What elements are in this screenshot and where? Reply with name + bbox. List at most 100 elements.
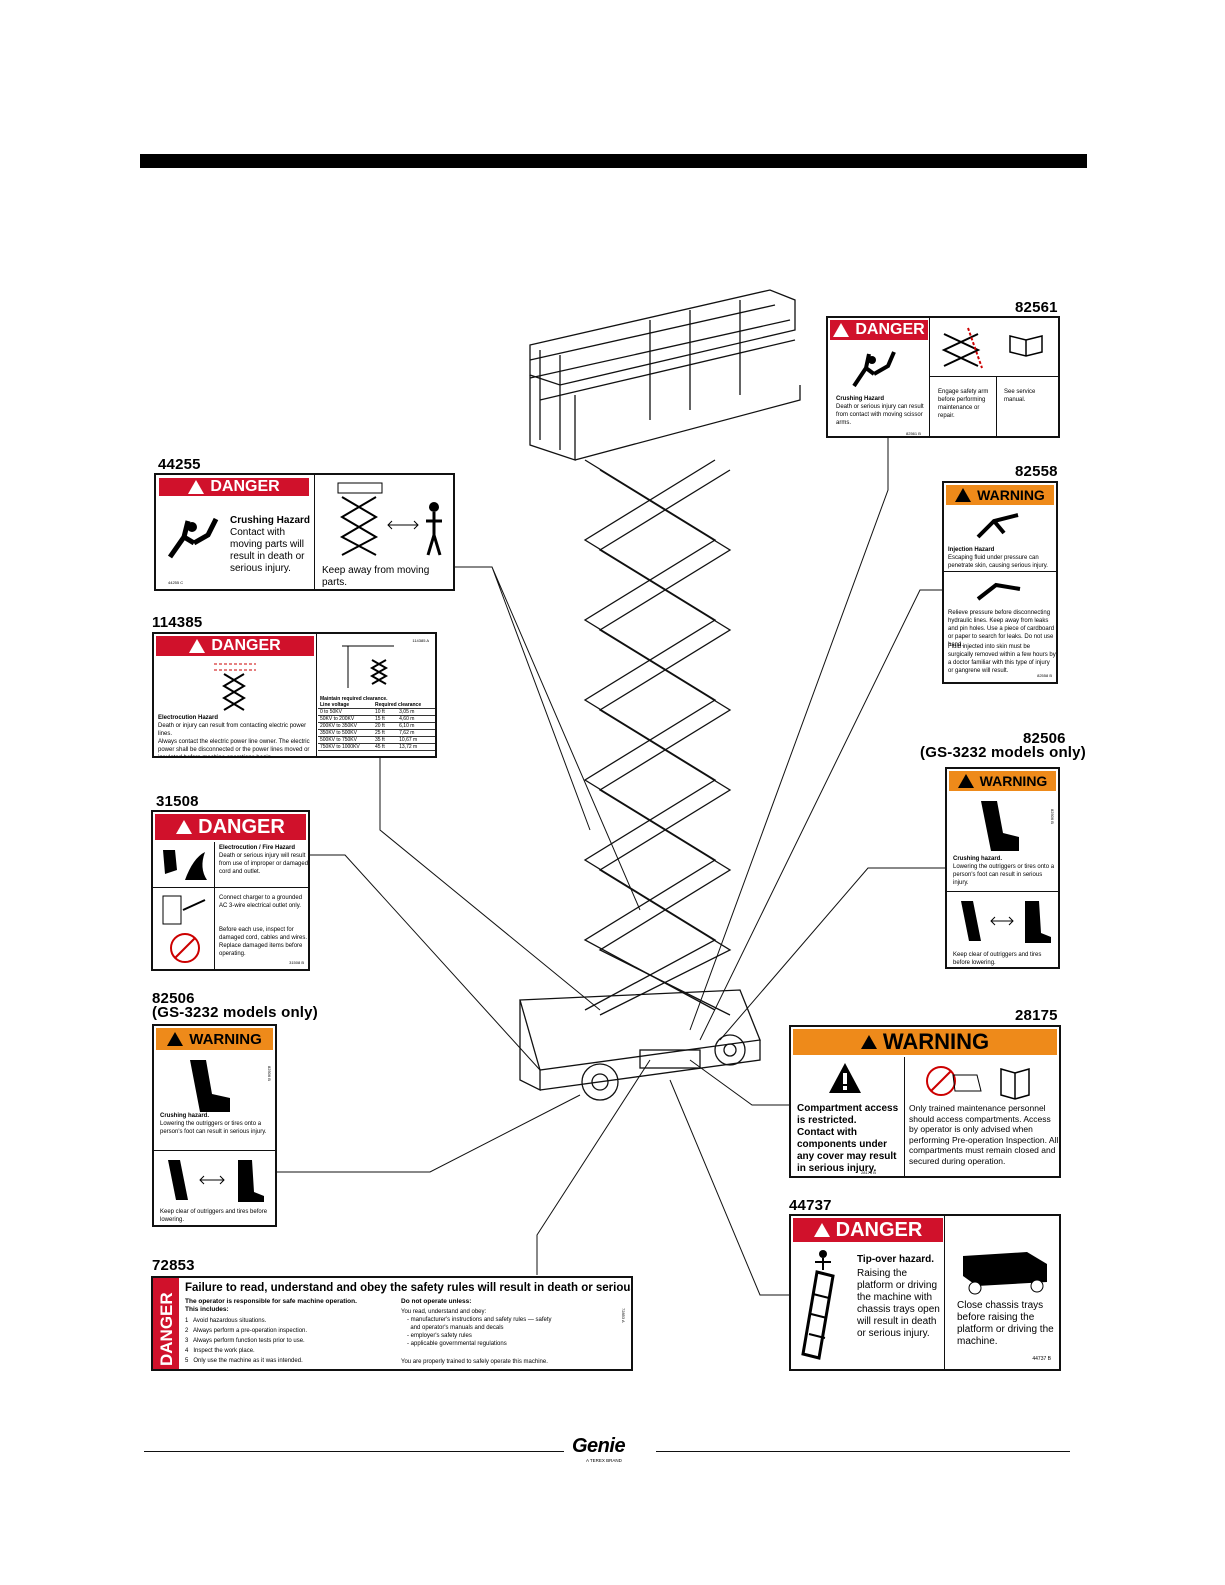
part-number-82506-left: 82506	[152, 990, 195, 1007]
decal-title: Crushing hazard.	[160, 1113, 210, 1119]
danger-header: DANGER	[830, 320, 928, 340]
boot-crush-icon	[975, 797, 1025, 855]
decal-28175-left2: Contact with components under any cover …	[797, 1127, 897, 1174]
decal-31508-instr2: Before each use, inspect for damaged cor…	[219, 927, 308, 957]
decal-44255-body: Contact with moving parts will result in…	[230, 527, 305, 574]
decal-code: 31508 B	[289, 960, 304, 965]
list-item: 1 Avoid hazardous situations.	[185, 1318, 267, 1324]
warning-header: WARNING	[793, 1029, 1057, 1055]
decal-44737-body: Raising the platform or driving the mach…	[857, 1268, 940, 1339]
decal-code: 82506 B	[1050, 809, 1055, 824]
list-item: - employer's safety rules	[407, 1333, 472, 1339]
crushing-figure-icon	[844, 346, 904, 390]
hand-leak-icon	[974, 575, 1024, 605]
part-number-82561: 82561	[1015, 299, 1058, 316]
part-number-28175: 28175	[1015, 1007, 1058, 1024]
decal-82561-title: Crushing Hazard	[836, 396, 885, 402]
list-item: 4 Inspect the work place.	[185, 1348, 255, 1354]
decal-82561-col2: Engage safety arm before performing main…	[938, 389, 989, 419]
part-note-82506-right: (GS-3232 models only)	[920, 744, 1086, 761]
decal-28175-left1: Compartment access is restricted.	[797, 1103, 899, 1126]
decal-44737-title: Tip-over hazard.	[857, 1254, 935, 1265]
decal-82558-instr2: Fluid injected into skin must be surgica…	[948, 644, 1056, 674]
decal-code: 82506 B	[267, 1066, 272, 1081]
part-number-82506-right: 82506	[1023, 730, 1066, 747]
decal-44255-right: Keep away from moving parts.	[322, 565, 430, 588]
part-number-44255: 44255	[158, 456, 201, 473]
danger-header: DANGER	[156, 636, 314, 656]
keep-clear-icon	[162, 1156, 270, 1204]
clearance-table: Line voltage Required clearance 0 to 50K…	[318, 702, 435, 751]
decal-82561-body: Death or serious injury can result from …	[836, 404, 924, 426]
decal-82561: DANGER Crushing Hazard Death or serious …	[826, 316, 1060, 438]
decal-72853-left-sub: This includes:	[185, 1306, 229, 1313]
decal-72853-left-list: 1 Avoid hazardous situations. 2 Always p…	[185, 1316, 307, 1366]
list-item: - applicable governmental regulations	[407, 1341, 507, 1347]
decal-44737-right: Close chassis trays before raising the p…	[957, 1300, 1054, 1347]
decal-72853-right-title: Do not operate unless:	[401, 1298, 472, 1305]
danger-header: DANGER	[155, 814, 306, 840]
keep-away-icon	[332, 479, 452, 559]
decal-31508-body: Death or serious injury will result from…	[219, 853, 309, 875]
decal-28175: WARNING Compartment access is restricted…	[789, 1025, 1061, 1178]
clearance-table-title: Maintain required clearance.	[320, 696, 388, 702]
table-header: Line voltage	[318, 702, 373, 709]
table-header: Required clearance	[372, 702, 435, 709]
scissor-arm-icon	[938, 324, 986, 372]
no-access-icon	[925, 1061, 1055, 1101]
manual-book-icon	[1006, 328, 1046, 358]
decal-body: Lowering the outriggers or tires onto a …	[160, 1121, 267, 1135]
decal-31508-instr1: Connect charger to a grounded AC 3-wire …	[219, 895, 303, 909]
boot-crush-icon	[184, 1056, 236, 1116]
decal-72853: DANGER Failure to read, understand and o…	[151, 1276, 633, 1371]
outlet-plug-icon	[159, 892, 211, 968]
decal-82558: WARNING Injection Hazard Escaping fluid …	[942, 481, 1058, 684]
list-item: 5 Only use the machine as it was intende…	[185, 1358, 303, 1364]
power-line-icon	[210, 660, 260, 712]
decal-82558-instr1: Relieve pressure before disconnecting hy…	[948, 610, 1055, 648]
part-number-44737: 44737	[789, 1197, 832, 1214]
electrocution-fire-icon	[157, 844, 211, 884]
keep-clear-icon	[955, 897, 1055, 945]
decal-44737: DANGER Tip-over hazard. Raising the plat…	[789, 1214, 1061, 1371]
warning-header: WARNING	[949, 771, 1056, 791]
tip-over-figure-icon	[797, 1248, 851, 1366]
decal-28175-right: Only trained maintenance personnel shoul…	[909, 1103, 1059, 1166]
decal-code: 44737 B	[1032, 1356, 1051, 1362]
decal-31508: DANGER Electrocution / Fire Hazard Death…	[151, 810, 310, 971]
part-number-82558: 82558	[1015, 463, 1058, 480]
list-item: - manufacturer's instructions and safety…	[407, 1317, 552, 1323]
decal-82558-body: Escaping fluid under pressure can penetr…	[948, 555, 1048, 569]
footer-tagline: A TEREX BRAND	[586, 1458, 622, 1463]
part-number-72853: 72853	[152, 1257, 195, 1274]
list-item: and operator's manuals and decals	[407, 1325, 504, 1331]
decal-72853-headline: Failure to read, understand and obey the…	[185, 1282, 633, 1294]
decal-114385: DANGER Electrocution Hazard Death or inj…	[152, 632, 437, 758]
decal-code: 44255 C	[168, 580, 184, 585]
warning-header: WARNING	[156, 1028, 273, 1050]
caution-triangle-icon	[827, 1061, 863, 1095]
decal-bottom-text: Keep clear of outriggers and tires befor…	[160, 1209, 268, 1223]
decal-31508-title: Electrocution / Fire Hazard	[219, 845, 296, 851]
decal-title: Crushing hazard.	[953, 856, 1003, 862]
decal-82561-col3: See service manual.	[1004, 389, 1036, 403]
decal-114385-body2: Always contact the electric power line o…	[158, 739, 310, 758]
chassis-tray-icon	[957, 1246, 1053, 1296]
warning-triangle-icon	[833, 323, 850, 337]
decal-44255: DANGER Crushing Hazard Contact with movi…	[154, 473, 455, 591]
danger-header: DANGER	[793, 1218, 943, 1242]
decal-code: 114385 A	[412, 638, 429, 643]
decal-82558-title: Injection Hazard	[948, 547, 995, 553]
decal-82506-left: WARNING 82506 B Crushing hazard. Lowerin…	[152, 1024, 277, 1227]
decal-114385-title: Electrocution Hazard	[158, 715, 219, 721]
decal-72853-right-last: You are properly trained to safely opera…	[401, 1359, 548, 1365]
decal-body: Lowering the outriggers or tires onto a …	[953, 864, 1055, 886]
clearance-icon	[338, 640, 398, 690]
part-number-31508: 31508	[156, 793, 199, 810]
